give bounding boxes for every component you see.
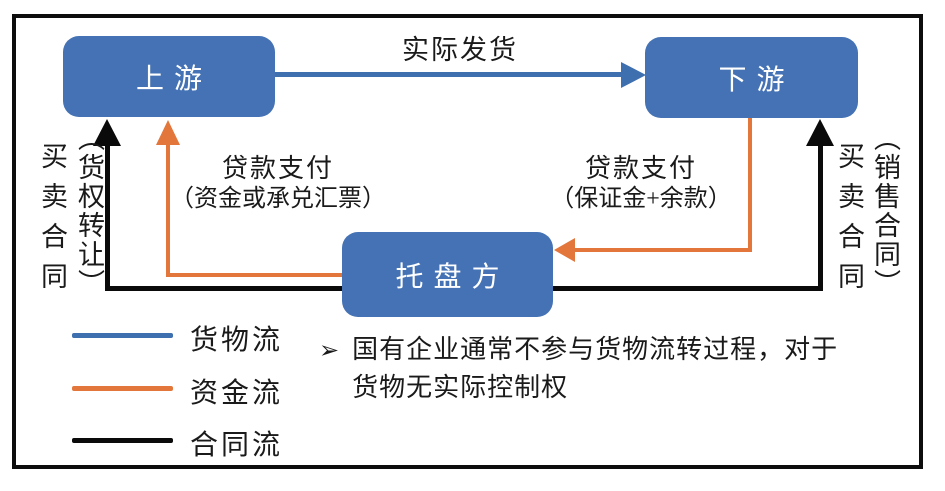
contract-left-paren-label: （货权转让） [74,124,104,298]
legend-funds-label: 资金流 [190,378,284,409]
node-intermediary-label: 托盘方 [395,261,510,293]
payment-to-intermediary-line2: （保证金+余款） [550,186,732,212]
funds-line-left-horizontal [166,273,342,277]
node-downstream: 下游 [645,37,858,118]
contract-line-left-vertical [105,141,110,291]
node-upstream: 上游 [63,36,275,117]
funds-line-right-horizontal [572,248,752,252]
legend-contract-line-swatch [72,438,173,443]
note-line2: 货物无实际控制权 [352,373,569,402]
goods-line-horizontal [275,72,625,77]
note-text: 国有企业通常不参与货物流转过程，对于 货物无实际控制权 [352,331,838,407]
shipping-label: 实际发货 [402,35,518,65]
funds-line-left-vertical [166,140,170,277]
legend-contract-label: 合同流 [190,430,284,461]
payment-to-upstream-label: 贷款支付 （资金或承兑汇票） [153,153,403,215]
payment-to-intermediary-line1: 贷款支付 [584,154,697,183]
node-intermediary: 托盘方 [342,232,553,317]
note-bullet-icon: ➢ [319,336,340,364]
contract-line-right-vertical [818,141,823,291]
contract-right-paren-label: （销售合同） [870,124,900,298]
goods-arrowhead-right-icon [621,62,646,88]
contract-left-label: 买卖合同 [37,142,67,302]
funds-line-right-vertical [748,118,752,252]
payment-to-intermediary-label: 贷款支付 （保证金+余款） [516,153,766,215]
legend-goods-line-swatch [72,333,173,338]
contract-right-label: 买卖合同 [834,142,864,302]
node-downstream-label: 下游 [718,64,795,96]
note-line1: 国有企业通常不参与货物流转过程，对于 [352,335,839,364]
funds-arrowhead-left-icon [554,238,575,262]
note: ➢ 国有企业通常不参与货物流转过程，对于 货物无实际控制权 [319,331,919,407]
node-upstream-label: 上游 [135,63,212,95]
diagram-frame [12,14,923,469]
legend-funds-line-swatch [72,386,173,391]
payment-to-upstream-line1: 贷款支付 [221,154,334,183]
contract-arrowhead-up-right-icon [806,119,834,146]
legend-goods-label: 货物流 [190,325,284,356]
payment-to-upstream-line2: （资金或承兑汇票） [170,186,386,212]
